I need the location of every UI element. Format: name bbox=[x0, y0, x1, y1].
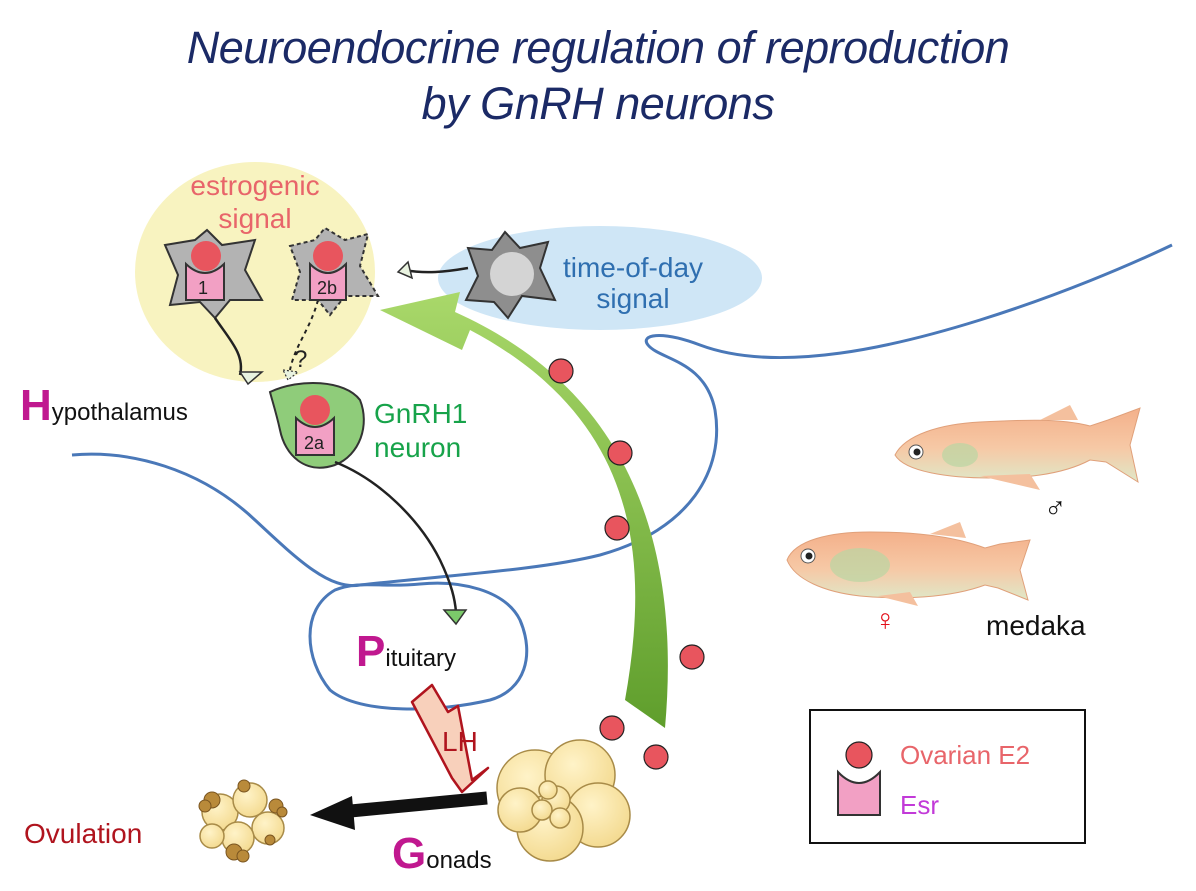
hypothalamus-rest: ypothalamus bbox=[51, 399, 188, 426]
hypothalamus-label: Hypothalamus bbox=[20, 384, 188, 428]
estrogenic-signal-label-2: signal bbox=[218, 203, 292, 234]
brain-outline-curve bbox=[71, 243, 1173, 588]
time-of-day-label-2: signal bbox=[596, 283, 670, 314]
question-mark: ? bbox=[294, 346, 308, 373]
legend-esr-label: Esr bbox=[900, 790, 939, 820]
gonads-cap: G bbox=[392, 829, 427, 878]
neuron-1-number: 1 bbox=[198, 278, 209, 298]
time-of-day-neuron bbox=[396, 230, 557, 320]
pituitary-label: Pituitary bbox=[356, 630, 456, 674]
circulating-e2-dots bbox=[548, 358, 705, 770]
estrogenic-signal-area bbox=[135, 162, 375, 382]
time-of-day-label-1: time-of-day bbox=[562, 252, 704, 283]
pituitary-rest: ituitary bbox=[385, 645, 457, 672]
gnrh1-label-1: GnRH1 bbox=[374, 398, 468, 429]
title-line-2: by GnRH neurons bbox=[421, 78, 775, 129]
hypothalamus-cap: H bbox=[20, 381, 52, 430]
feedback-arrow bbox=[380, 292, 668, 728]
pituitary-cap: P bbox=[356, 627, 386, 676]
male-symbol: ♂ bbox=[1044, 492, 1067, 525]
neuron-2b-number: 2b bbox=[317, 278, 338, 298]
estrogenic-signal-label-1: estrogenic bbox=[190, 170, 320, 201]
receptor-neuron-2a bbox=[295, 395, 335, 456]
female-symbol: ♀ bbox=[874, 604, 897, 637]
neuron-2a-number: 2a bbox=[304, 433, 325, 453]
gonads-label: Gonads bbox=[392, 832, 492, 876]
ovulation-arrow bbox=[310, 791, 488, 830]
species-label: medaka bbox=[986, 610, 1086, 641]
male-medaka bbox=[894, 405, 1141, 490]
gonads-rest: onads bbox=[426, 847, 492, 874]
ovulated-eggs bbox=[198, 779, 288, 863]
legend-e2-label: Ovarian E2 bbox=[900, 740, 1031, 770]
receptor-neuron-1 bbox=[185, 241, 225, 301]
ovulation-label: Ovulation bbox=[24, 818, 143, 849]
female-medaka bbox=[786, 522, 1031, 606]
gnrh1-neuron bbox=[268, 382, 468, 626]
lh-arrow bbox=[410, 683, 490, 794]
gonads-cluster bbox=[496, 739, 631, 862]
title-line-1: Neuroendocrine regulation of reproductio… bbox=[186, 22, 1010, 73]
legend-box bbox=[809, 709, 1086, 844]
pituitary-outline bbox=[308, 581, 529, 711]
receptor-neuron-2b bbox=[309, 241, 347, 301]
gnrh1-label-2: neuron bbox=[374, 432, 462, 463]
lh-label: LH bbox=[442, 726, 478, 757]
